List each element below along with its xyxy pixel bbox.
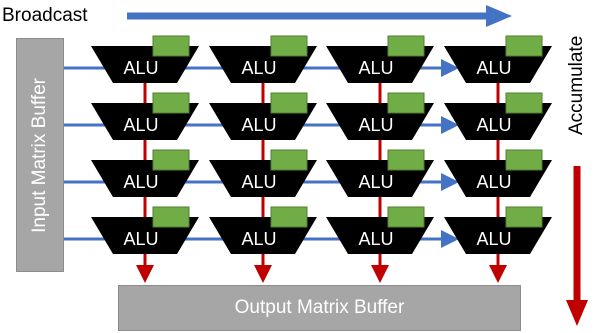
alu-cell: ALU: [91, 35, 199, 83]
alu-cell: ALU: [444, 92, 552, 140]
alu-label: ALU: [123, 172, 158, 192]
input-matrix-buffer: Input Matrix Buffer: [16, 38, 64, 272]
alu-cell: ALU: [91, 149, 199, 197]
alu-label: ALU: [241, 229, 276, 249]
alu-label: ALU: [123, 58, 158, 78]
alu-label: ALU: [358, 229, 393, 249]
register-block: [270, 35, 308, 57]
alu-label: ALU: [476, 229, 511, 249]
alu-label: ALU: [476, 58, 511, 78]
register-block: [152, 149, 190, 171]
alu-cell: ALU: [91, 92, 199, 140]
broadcast-label: Broadcast: [2, 5, 88, 26]
register-block: [270, 206, 308, 228]
alu-label: ALU: [241, 115, 276, 135]
alu-label: ALU: [123, 115, 158, 135]
register-block: [152, 35, 190, 57]
alu-label: ALU: [358, 115, 393, 135]
alu-label: ALU: [476, 115, 511, 135]
output-matrix-buffer-label: Output Matrix Buffer: [234, 297, 405, 318]
alu-cell: ALU: [326, 35, 434, 83]
alu-label: ALU: [358, 58, 393, 78]
register-block: [387, 206, 425, 228]
alu-cell: ALU: [326, 206, 434, 254]
alu-label: ALU: [241, 58, 276, 78]
alu-label: ALU: [241, 172, 276, 192]
alu-cell: ALU: [326, 92, 434, 140]
alu-cell: ALU: [444, 35, 552, 83]
register-block: [270, 149, 308, 171]
alu-label: ALU: [358, 172, 393, 192]
alu-cell: ALU: [444, 206, 552, 254]
alu-cell: ALU: [326, 149, 434, 197]
register-block: [505, 206, 543, 228]
alu-cell: ALU: [209, 92, 317, 140]
alu-cell: ALU: [209, 35, 317, 83]
register-block: [387, 92, 425, 114]
accumulate-arrow-head: [566, 300, 588, 326]
alu-cell: ALU: [91, 206, 199, 254]
alu-label: ALU: [123, 229, 158, 249]
register-block: [152, 92, 190, 114]
alu-label: ALU: [476, 172, 511, 192]
output-matrix-buffer: Output Matrix Buffer: [118, 285, 521, 331]
alu-cell: ALU: [444, 149, 552, 197]
broadcast-arrow-head: [486, 5, 512, 27]
register-block: [152, 206, 190, 228]
register-block: [387, 35, 425, 57]
alu-cell: ALU: [209, 206, 317, 254]
register-block: [270, 92, 308, 114]
alu-cell: ALU: [209, 149, 317, 197]
register-block: [505, 35, 543, 57]
register-block: [387, 149, 425, 171]
register-block: [505, 149, 543, 171]
register-block: [505, 92, 543, 114]
